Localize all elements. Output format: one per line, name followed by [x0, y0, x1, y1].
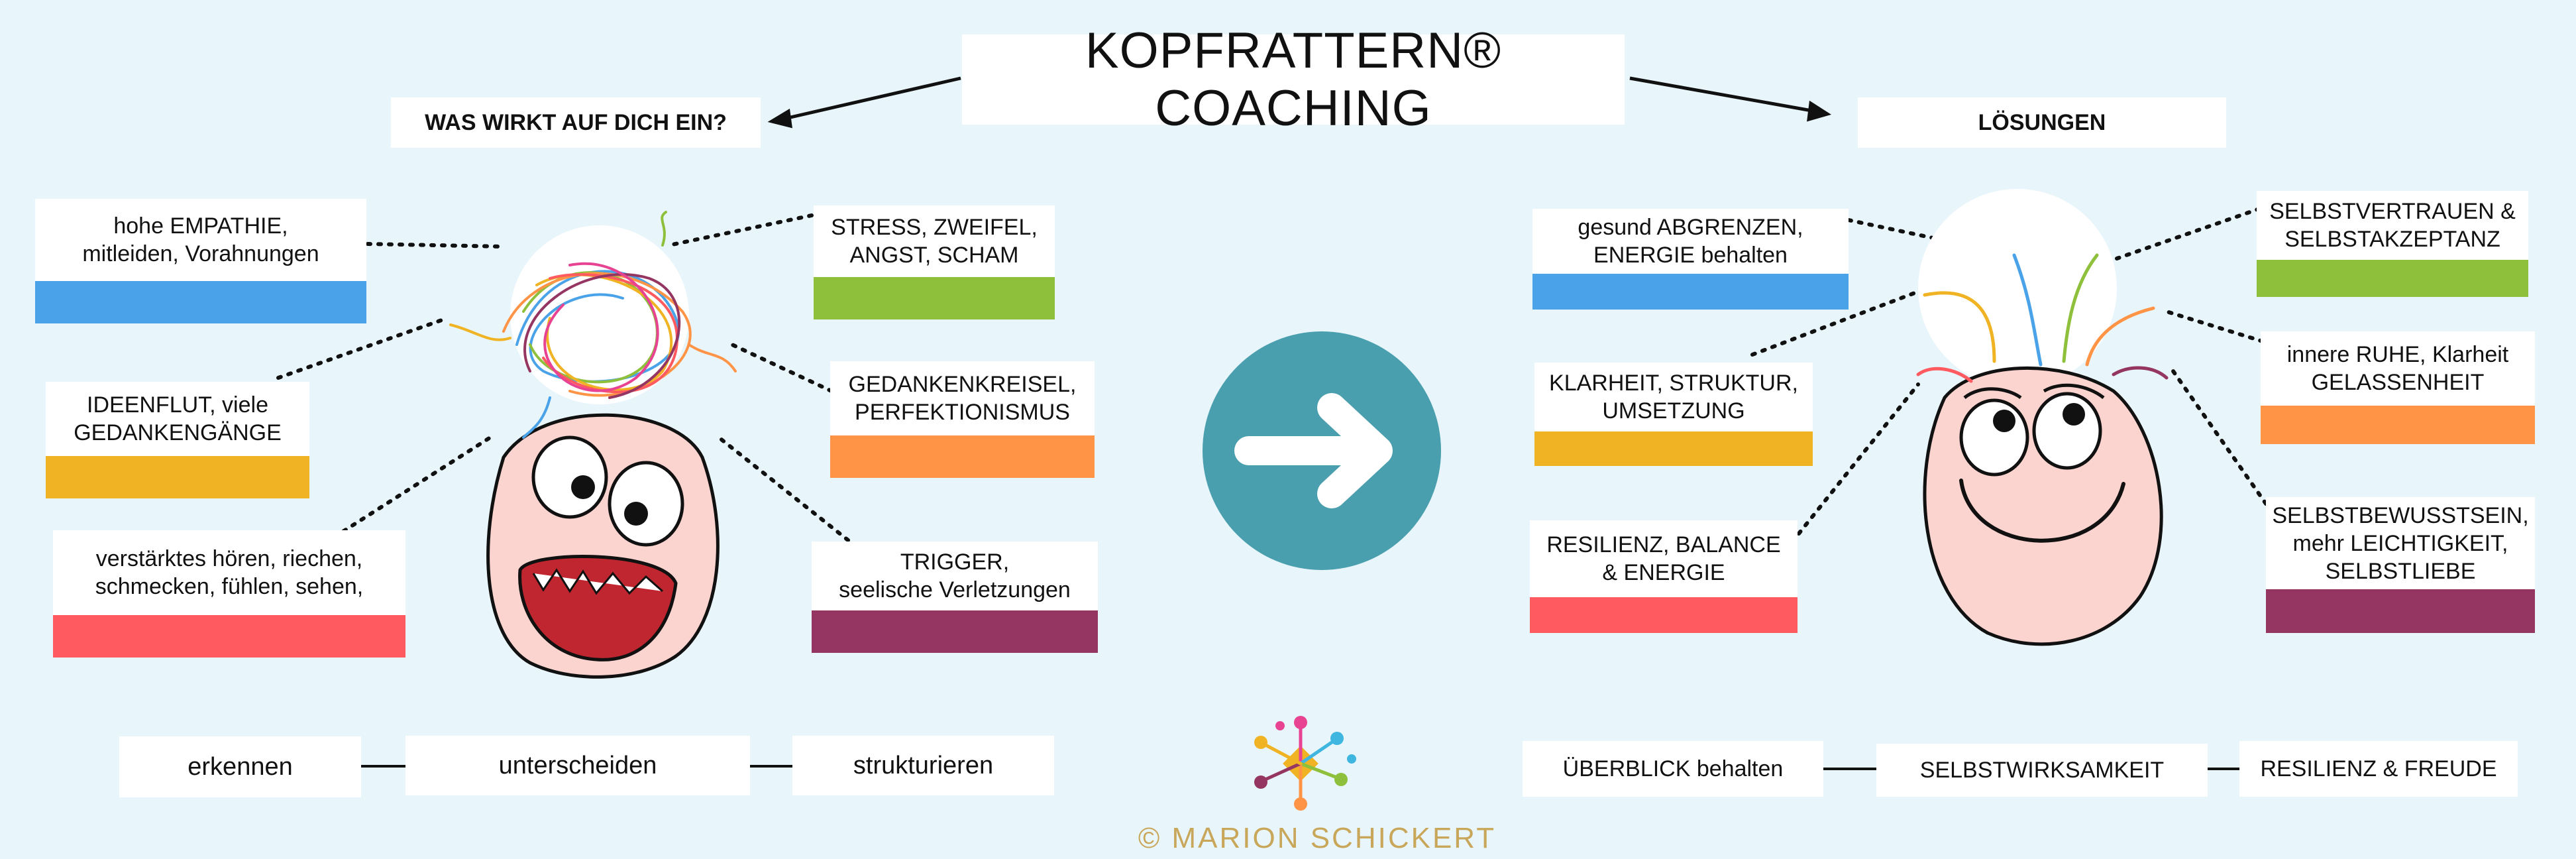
left-card-ideenflut: IDEENFLUT, viele GEDANKENGÄNGE: [46, 382, 309, 498]
left-heading: WAS WIRKT AUF DICH EIN?: [391, 97, 761, 148]
right-heading: LÖSUNGEN: [1858, 97, 2226, 148]
card-label: KLARHEIT, STRUKTUR, UMSETZUNG: [1549, 371, 1798, 424]
right-card-ruhe: innere RUHE, Klarheit GELASSENHEIT: [2261, 331, 2535, 444]
copyright-text: © MARION SCHICKERT: [1138, 822, 1497, 854]
color-bar: [1530, 597, 1798, 633]
color-bar: [830, 435, 1095, 478]
color-bar: [35, 281, 366, 323]
step-connectors: [361, 765, 2239, 770]
right-card-selbstvertrauen: SELBSTVERTRAUEN & SELBSTAKZEPTANZ: [2257, 191, 2528, 297]
page-title: KOPFRATTERN® COACHING: [962, 23, 1625, 137]
step-unterscheiden: unterscheiden: [405, 736, 750, 795]
stressed-head-illustration: [449, 211, 737, 679]
left-card-empathy: hohe EMPATHIE, mitleiden, Vorahnungen: [35, 199, 366, 323]
step-strukturieren: strukturieren: [792, 736, 1054, 795]
right-card-selbstbewusstsein: SELBSTBEWUSSTSEIN, mehr LEICHTIGKEIT, SE…: [2266, 497, 2535, 633]
color-bar: [1534, 431, 1813, 466]
left-connectors: [276, 213, 850, 542]
title-arrows: [767, 76, 1832, 129]
card-label: SELBSTVERTRAUEN & SELBSTAKZEPTANZ: [2269, 199, 2516, 252]
step-resilienz-freude: RESILIENZ & FREUDE: [2239, 741, 2518, 797]
card-label: gesund ABGRENZEN, ENERGIE behalten: [1578, 215, 1803, 268]
right-card-abgrenzen: gesund ABGRENZEN, ENERGIE behalten: [1532, 209, 1849, 310]
card-label: hohe EMPATHIE, mitleiden, Vorahnungen: [82, 213, 319, 266]
card-label: innere RUHE, Klarheit GELASSENHEIT: [2286, 342, 2509, 395]
color-bar: [2261, 406, 2535, 444]
card-label: verstärktes hören, riechen, schmecken, f…: [95, 546, 364, 599]
happy-head-illustration: [1916, 189, 2169, 646]
card-label: STRESS, ZWEIFEL, ANGST, SCHAM: [831, 215, 1038, 268]
color-bar: [1532, 274, 1849, 310]
card-label: IDEENFLUT, viele GEDANKENGÄNGE: [74, 392, 282, 445]
step-ueberblick: ÜBERBLICK behalten: [1523, 741, 1823, 797]
card-label: GEDANKENKREISEL, PERFEKTIONISMUS: [848, 372, 1077, 425]
center-arrow-circle: [1203, 331, 1441, 570]
left-card-gedankenkreisel: GEDANKENKREISEL, PERFEKTIONISMUS: [830, 361, 1095, 478]
left-card-trigger: TRIGGER, seelische Verletzungen: [812, 542, 1098, 653]
step-erkennen: erkennen: [119, 736, 361, 797]
color-bar: [53, 615, 405, 658]
logo-icon: [1254, 716, 1356, 811]
color-bar: [46, 456, 309, 498]
right-card-resilienz: RESILIENZ, BALANCE & ENERGIE: [1530, 520, 1798, 633]
left-card-stress: STRESS, ZWEIFEL, ANGST, SCHAM: [814, 205, 1055, 319]
color-bar: [2257, 260, 2528, 297]
color-bar: [2266, 589, 2535, 633]
left-card-sinne: verstärktes hören, riechen, schmecken, f…: [53, 530, 405, 658]
color-bar: [814, 277, 1055, 319]
right-card-klarheit: KLARHEIT, STRUKTUR, UMSETZUNG: [1534, 363, 1813, 466]
card-label: SELBSTBEWUSSTSEIN, mehr LEICHTIGKEIT, SE…: [2272, 502, 2529, 584]
card-label: TRIGGER, seelische Verletzungen: [839, 549, 1071, 602]
step-selbstwirksamkeit: SELBSTWIRKSAMKEIT: [1876, 744, 2208, 797]
color-bar: [812, 610, 1098, 653]
card-label: RESILIENZ, BALANCE & ENERGIE: [1546, 532, 1781, 585]
